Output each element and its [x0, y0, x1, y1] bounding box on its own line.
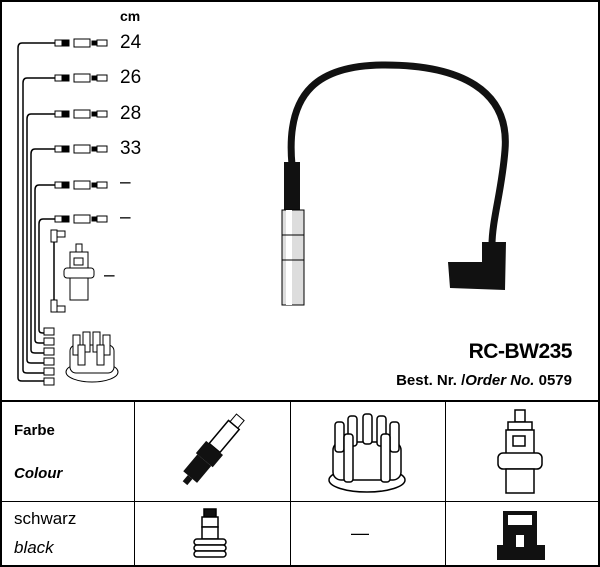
cable-length-5: –	[120, 172, 131, 193]
cable-set-schematic-icon	[17, 38, 119, 386]
table-column-divider	[290, 402, 291, 565]
plug-boot-icon	[193, 508, 227, 558]
ignition-cable-icon	[281, 61, 509, 306]
order-number: 0579	[538, 372, 572, 389]
distributor-colour-value: —	[351, 523, 369, 543]
order-number-line: Best. Nr. /Order No. 0579	[396, 372, 572, 389]
coil-cable-length: –	[104, 265, 115, 286]
cable-length-1: 24	[120, 32, 142, 53]
colour-header-de: Farbe	[14, 422, 55, 439]
distributor-cap-icon	[328, 413, 406, 493]
cable-length-4: 33	[120, 138, 142, 159]
table-top-border	[0, 400, 600, 402]
cable-length-2: 26	[120, 67, 142, 88]
length-unit: cm	[120, 8, 141, 24]
colour-value-de: schwarz	[14, 509, 77, 528]
cable-length-3: 28	[120, 103, 142, 124]
colour-value-en: black	[14, 538, 54, 557]
colour-header-en: Colour	[14, 465, 63, 482]
product-code: RC-BW235	[468, 340, 573, 363]
table-column-divider	[134, 402, 135, 565]
order-separator: /	[461, 372, 466, 389]
coil-boot-icon	[497, 511, 545, 560]
ignition-coil-icon	[497, 409, 543, 494]
cable-length-6: –	[120, 207, 131, 228]
order-label-de: Best. Nr.	[396, 372, 457, 389]
table-row-divider	[0, 501, 600, 502]
table-column-divider	[445, 402, 446, 565]
order-label-en: Order No.	[465, 372, 535, 389]
spark-plug-icon	[182, 413, 245, 486]
